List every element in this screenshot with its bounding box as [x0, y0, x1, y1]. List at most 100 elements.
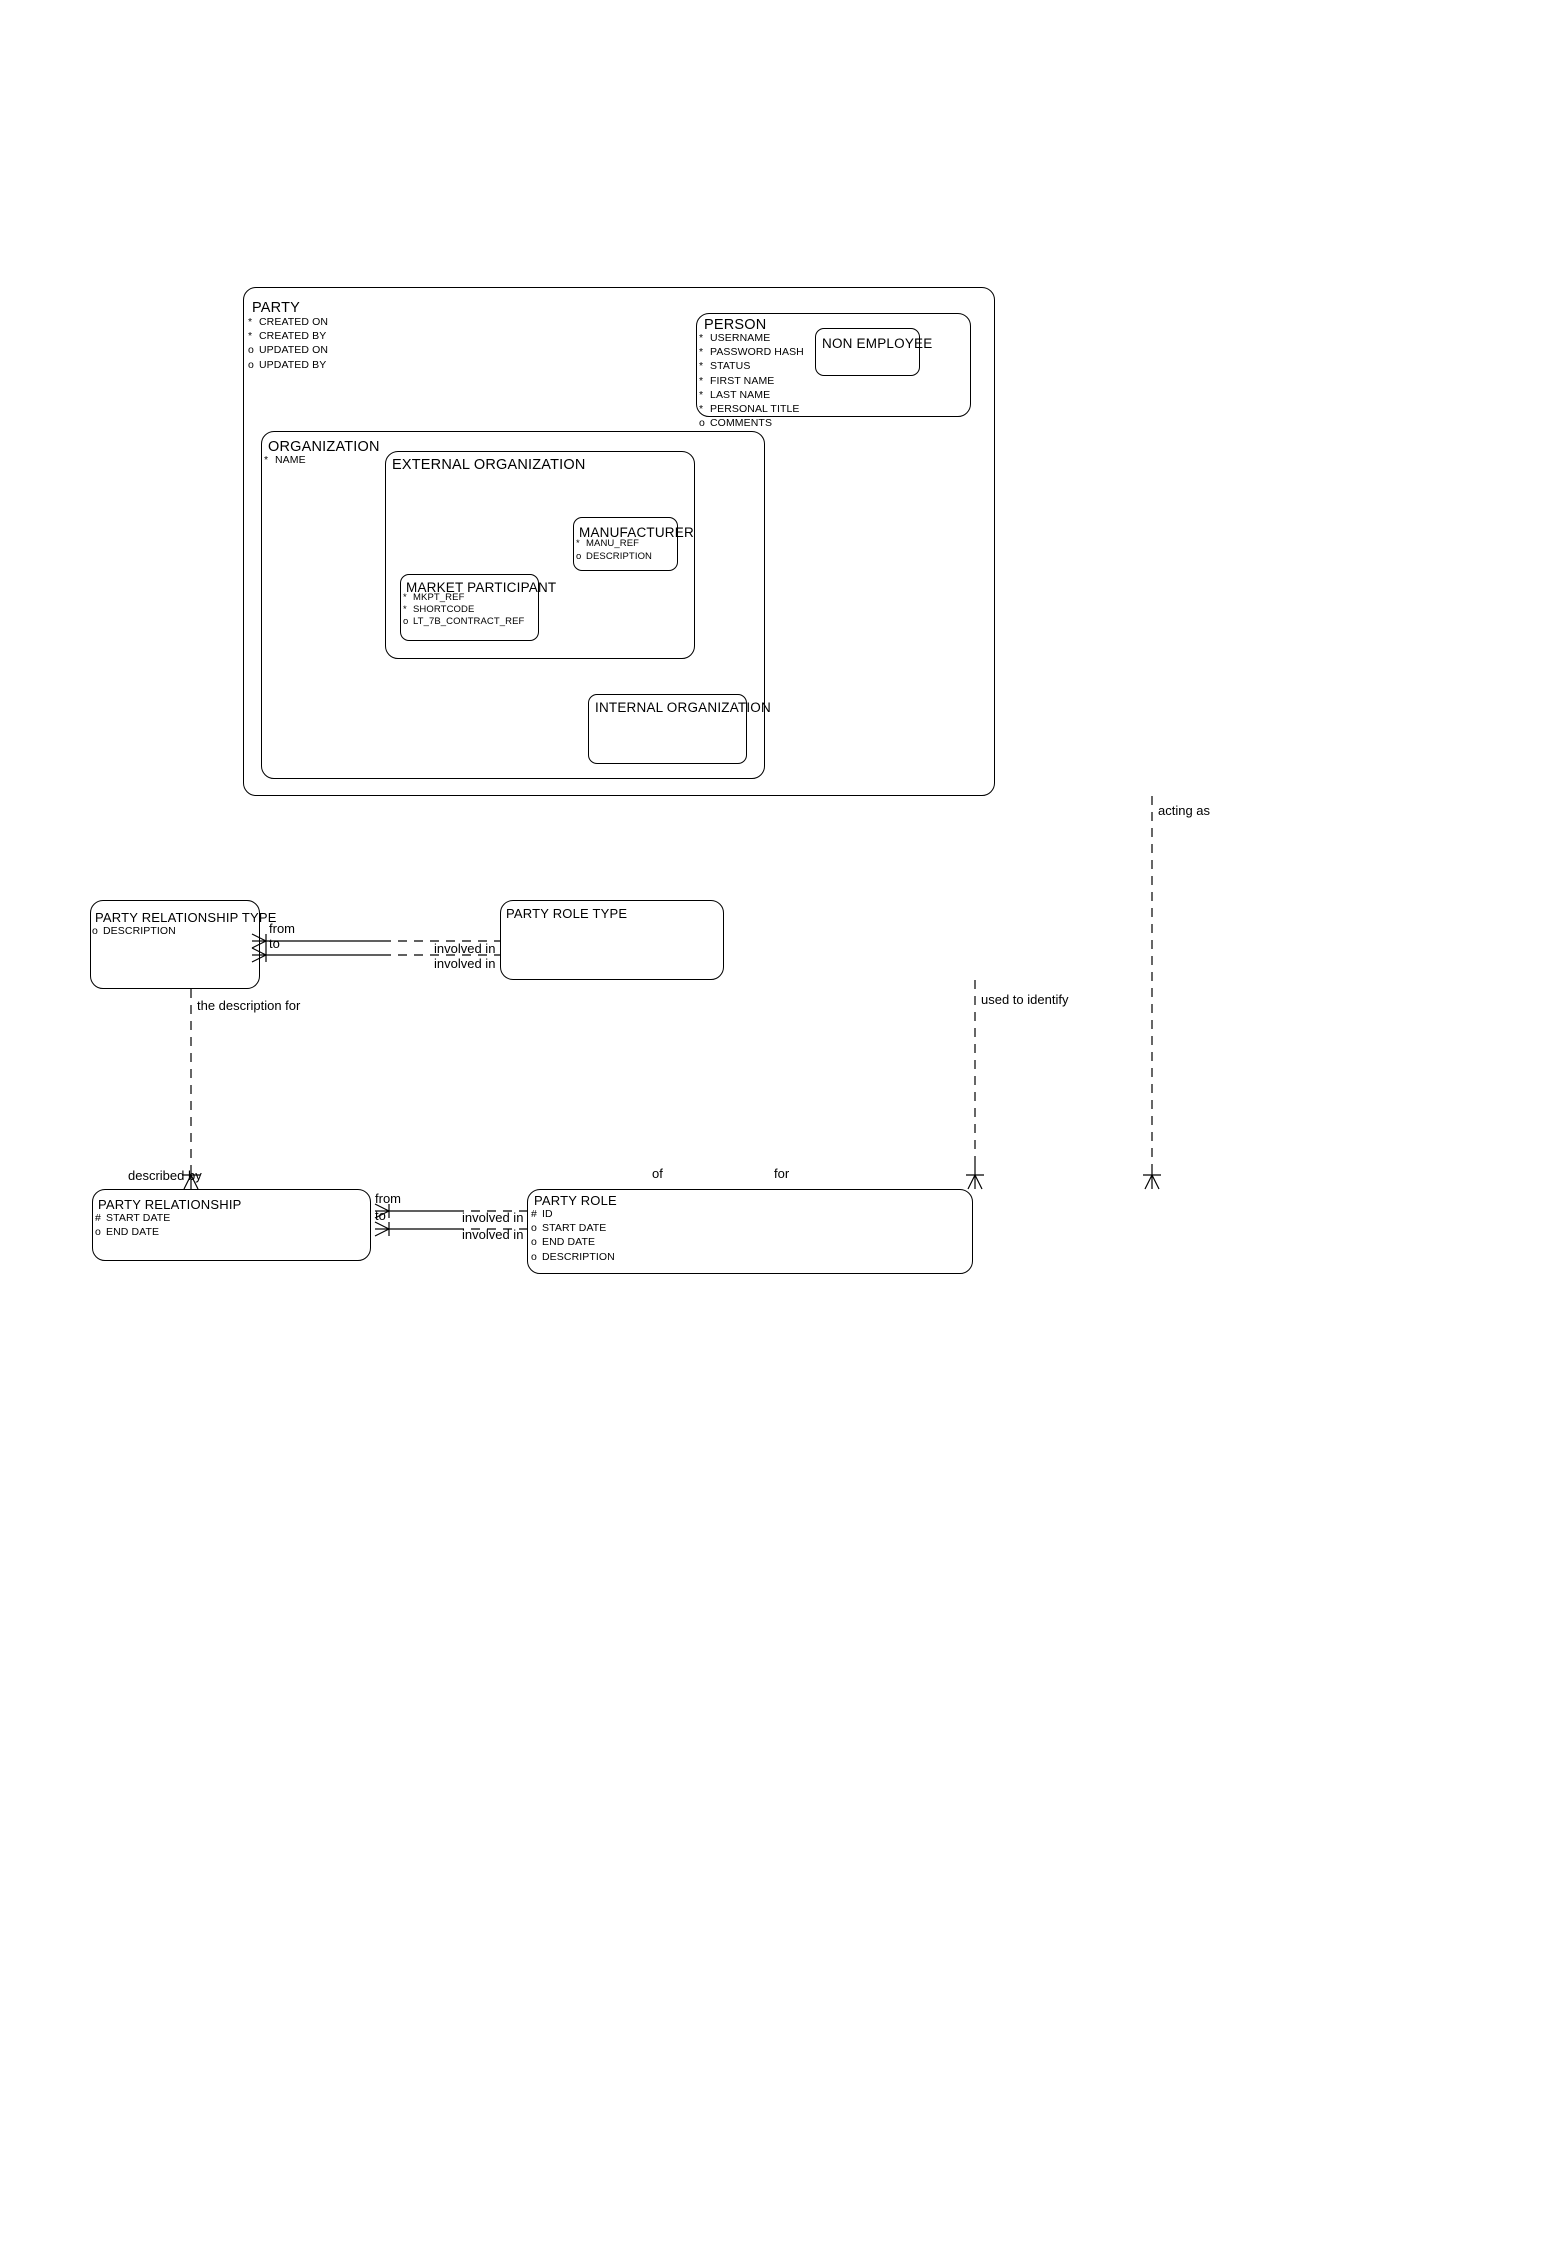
attribute-label: CREATED BY	[259, 330, 327, 343]
attribute-mark: o	[531, 1250, 537, 1263]
relationship-label-pr-involved-in-1: involved in	[462, 1210, 524, 1225]
relationship-label-prt-to: to	[269, 936, 280, 951]
attribute-mark: *	[576, 538, 580, 549]
attribute-label: LAST NAME	[710, 388, 771, 401]
entity-person[interactable]	[696, 313, 971, 417]
entity-person-attributes: *USERNAME *PASSWORD HASH * STATUS * FIRST …	[699, 331, 804, 430]
attribute-label: ID	[542, 1208, 553, 1220]
entity-party-role[interactable]	[527, 1189, 973, 1274]
entity-party-relationship[interactable]	[92, 1189, 371, 1261]
attribute-mark: *	[699, 360, 704, 373]
entity-organization[interactable]	[261, 431, 765, 779]
attribute-row: * LAST NAME	[699, 388, 804, 402]
attribute-label: END DATE	[106, 1226, 160, 1239]
entity-market-participant[interactable]	[400, 574, 539, 641]
attribute-mark: *	[403, 592, 407, 603]
attribute-mark: o	[248, 358, 254, 371]
attribute-mark: o	[699, 417, 705, 430]
attribute-mark: o	[531, 1236, 537, 1249]
attribute-row: o END DATE	[95, 1225, 170, 1239]
attribute-mark: *	[248, 330, 253, 343]
entity-party-role-title: PARTY ROLE	[534, 1193, 617, 1208]
entity-party-relationship-type-title: PARTY RELATIONSHIP TYPE	[95, 910, 277, 925]
attribute-label: LT_7B_CONTRACT_REF	[413, 616, 525, 628]
relationship-label-pr-to: to	[375, 1208, 386, 1223]
entity-external-organization-title: EXTERNAL ORGANIZATION	[392, 457, 586, 473]
attribute-mark: *	[264, 454, 269, 466]
attribute-mark: *	[248, 316, 253, 328]
attribute-label: MKPT_REF	[413, 592, 465, 603]
attribute-row: *SHORTCODE	[403, 604, 524, 616]
entity-external-organization[interactable]	[385, 451, 695, 659]
attribute-mark: *	[403, 604, 407, 616]
entity-non-employee-title: NON EMPLOYEE	[822, 336, 933, 351]
attribute-row: * CREATED ON	[248, 315, 328, 329]
relationship-label-pr-involved-in-2: involved in	[462, 1227, 524, 1242]
attribute-label: UPDATED BY	[259, 358, 327, 371]
attribute-mark: o	[576, 550, 582, 562]
relationship-label-prt-involved-in-2: involved in	[434, 956, 496, 971]
attribute-label: START DATE	[106, 1212, 171, 1224]
entity-party-relationship-attributes: # START DATE o END DATE	[95, 1211, 170, 1239]
relationship-label-of: of	[652, 1166, 663, 1181]
relationship-label-the-description-for: the description for	[197, 998, 301, 1013]
attribute-mark: *	[699, 374, 704, 387]
entity-party-role-type[interactable]	[500, 900, 724, 980]
attribute-row: * CREATED BY	[248, 329, 328, 343]
entity-market-participant-title: MARKET PARTICIPANT	[406, 580, 557, 595]
attribute-row: * PERSONAL TITLE	[699, 402, 804, 416]
attribute-mark: *	[699, 388, 704, 401]
entity-party-role-type-title: PARTY ROLE TYPE	[506, 906, 628, 921]
attribute-mark: o	[248, 344, 254, 357]
attribute-label: PERSONAL TITLE	[710, 403, 800, 416]
entity-manufacturer-title: MANUFACTURER	[579, 525, 694, 540]
entity-market-participant-attributes: * MKPT_REF *SHORTCODE o LT_7B_CONTRACT_REF	[403, 592, 524, 641]
attribute-row: * STATUS	[699, 359, 804, 373]
attribute-row: * MKPT_REF	[403, 592, 524, 604]
attribute-mark: #	[95, 1212, 101, 1224]
entity-organization-title: ORGANIZATION	[268, 439, 380, 455]
entity-manufacturer-attributes: * MANU_REF o DESCRIPTION	[576, 538, 652, 563]
attribute-row: *PASSWORD HASH	[699, 345, 804, 359]
attribute-row: # START DATE	[95, 1211, 170, 1225]
attribute-mark: o	[403, 616, 409, 628]
entity-party[interactable]	[243, 287, 995, 796]
relationship-label-pr-from: from	[375, 1191, 401, 1206]
entity-manufacturer[interactable]	[573, 517, 678, 571]
attribute-label: DESCRIPTION	[586, 550, 653, 562]
relationship-label-prt-from: from	[269, 921, 295, 936]
attribute-mark: o	[531, 1222, 537, 1235]
attribute-row: o LT_7B_CONTRACT_REF	[403, 616, 524, 628]
attribute-label: END DATE	[542, 1236, 596, 1249]
attribute-mark: *	[699, 332, 704, 344]
entity-party-title: PARTY	[252, 300, 301, 316]
attribute-row: # ID	[531, 1207, 615, 1221]
attribute-row: o DESCRIPTION	[576, 551, 652, 564]
entity-internal-organization[interactable]	[588, 694, 747, 764]
attribute-mark: *	[699, 403, 704, 416]
attribute-mark: o	[95, 1226, 101, 1239]
attribute-label: UPDATED ON	[259, 344, 329, 357]
attribute-label: DESCRIPTION	[103, 925, 176, 937]
attribute-label: STATUS	[710, 360, 751, 373]
attribute-row: o UPDATED ON	[248, 343, 328, 357]
relationship-label-acting-as: acting as	[1158, 803, 1211, 818]
attribute-mark: #	[531, 1208, 537, 1220]
attribute-mark: o	[92, 925, 98, 937]
attribute-label: FIRST NAME	[710, 374, 775, 387]
attribute-label: NAME	[275, 454, 306, 466]
entity-party-relationship-title: PARTY RELATIONSHIP	[98, 1197, 242, 1212]
attribute-label: MANU_REF	[586, 538, 640, 549]
entity-organization-attributes: * NAME	[264, 453, 306, 467]
attribute-label: CREATED ON	[259, 316, 329, 328]
attribute-row	[403, 629, 524, 641]
attribute-row: o END DATE	[531, 1235, 615, 1249]
attribute-mark: *	[699, 346, 704, 359]
relationship-label-used-to-identify: used to identify	[981, 992, 1069, 1007]
attribute-row: *USERNAME	[699, 331, 804, 345]
attribute-row: * MANU_REF	[576, 538, 652, 551]
entity-non-employee[interactable]	[815, 328, 920, 376]
